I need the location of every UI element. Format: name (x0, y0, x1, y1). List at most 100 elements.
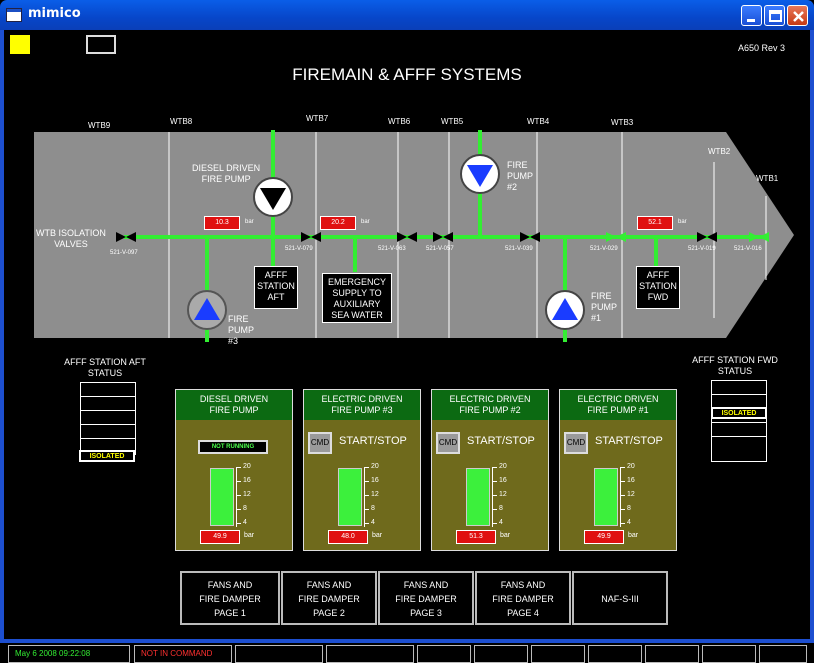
valve-tag[interactable]: 521-V-029 (590, 246, 618, 252)
status-cell (702, 645, 756, 663)
fire-pump-3-panel: ELECTRIC DRIVEN FIRE PUMP #3 CMD START/S… (303, 389, 421, 551)
window-titlebar: mimico (0, 0, 814, 30)
fire-pump-3-label: FIRE PUMP #3 (228, 314, 255, 346)
valve-icon (530, 232, 540, 242)
wtb5-label: WTB5 (441, 117, 464, 126)
fans-fire-damper-page-3-button[interactable]: FANS AND FIRE DAMPER PAGE 3 (378, 571, 474, 625)
diesel-pump-label: DIESEL DRIVEN FIRE PUMP (192, 163, 261, 184)
status-cell (474, 645, 528, 663)
close-button[interactable] (787, 5, 808, 26)
valve-icon (443, 232, 453, 242)
pressure-reading: 20.2 (320, 216, 356, 230)
pressure-unit: bar (500, 532, 511, 539)
pressure-scale: 20 16 12 8 4 (620, 463, 635, 527)
page-title: FIREMAIN & AFFF SYSTEMS (292, 65, 522, 84)
afff-station-aft-box[interactable]: AFFF STATION AFT (254, 266, 298, 309)
status-datetime: May 6 2008 09:22:08 (8, 645, 130, 663)
valve-tag[interactable]: 521-V-039 (505, 246, 533, 252)
valve-icon (707, 232, 717, 242)
pressure-bar (466, 468, 490, 526)
valve-icon (433, 232, 443, 242)
naf-s-iii-button[interactable]: NAF-S-III (572, 571, 668, 625)
wtb3-label: WTB3 (611, 118, 634, 127)
wtb1-label: WTB1 (756, 174, 779, 183)
valve-icons (116, 232, 769, 242)
wtb6-label: WTB6 (388, 117, 411, 126)
afff-aft-status-title: AFFF STATION AFT STATUS (64, 357, 146, 378)
fire-pump-2-label: FIRE PUMP #2 (507, 160, 534, 192)
pressure-reading: 10.3 (204, 216, 240, 230)
valve-icon (606, 232, 616, 242)
diesel-pump-icon (253, 177, 293, 217)
pressure-bar (338, 468, 362, 526)
panel-title: ELECTRIC DRIVEN FIRE PUMP #2 (432, 390, 548, 420)
valve-tag[interactable]: 521-V-019 (688, 246, 716, 252)
fire-pump-1-label: FIRE PUMP #1 (591, 291, 618, 323)
pump-run-status: NOT RUNNING (198, 440, 268, 454)
valve-tag[interactable]: 521-V-057 (426, 246, 454, 252)
afff-fwd-status-state: ISOLATED (711, 407, 767, 419)
start-stop-button[interactable]: START/STOP (339, 435, 407, 447)
alarm-indicator-yellow[interactable] (10, 35, 30, 54)
hmi-screen: A650 Rev 3 FIREMAIN & AFFF SYSTEMS (4, 30, 810, 663)
revision-label: A650 Rev 3 (738, 43, 786, 53)
valve-tag[interactable]: 521-V-063 (378, 246, 406, 252)
alarm-indicator-box[interactable] (86, 35, 116, 54)
isolation-valves-label: WTB ISOLATION VALVES (36, 228, 106, 249)
fans-fire-damper-page-4-button[interactable]: FANS AND FIRE DAMPER PAGE 4 (475, 571, 571, 625)
pressure-unit: bar (244, 532, 255, 539)
afff-fwd-status-box (711, 380, 767, 462)
status-cell (235, 645, 323, 663)
app-icon (6, 8, 22, 22)
valve-icon (759, 232, 769, 242)
valve-icon (749, 232, 759, 242)
valve-icon (311, 232, 321, 242)
window-title: mimico (28, 6, 81, 21)
wtb7-label: WTB7 (306, 114, 329, 123)
pressure-scale: 20 16 12 8 4 (492, 463, 507, 527)
valve-icon (126, 232, 136, 242)
afff-station-fwd-box[interactable]: AFFF STATION FWD (636, 266, 680, 309)
pressure-unit: bar (245, 219, 254, 225)
fire-pump-2-panel: ELECTRIC DRIVEN FIRE PUMP #2 CMD START/S… (431, 389, 549, 551)
fire-pump-1-icon (545, 290, 585, 330)
start-stop-button[interactable]: START/STOP (467, 435, 535, 447)
afff-aft-status-state: ISOLATED (79, 450, 135, 462)
status-cell (531, 645, 585, 663)
pressure-value: 51.3 (456, 530, 496, 544)
wtb4-label: WTB4 (527, 117, 550, 126)
cmd-button[interactable]: CMD (308, 432, 332, 454)
pressure-unit: bar (678, 219, 687, 225)
maximize-button[interactable] (764, 5, 785, 26)
status-cell (588, 645, 642, 663)
valve-icon (697, 232, 707, 242)
pressure-value: 49.9 (200, 530, 240, 544)
wtb2-label: WTB2 (708, 147, 731, 156)
status-cell (417, 645, 471, 663)
valve-tag[interactable]: 521-V-079 (285, 246, 313, 252)
fire-pump-1-panel: ELECTRIC DRIVEN FIRE PUMP #1 CMD START/S… (559, 389, 677, 551)
start-stop-button[interactable]: START/STOP (595, 435, 663, 447)
pressure-value: 49.9 (584, 530, 624, 544)
diesel-pump-panel: DIESEL DRIVEN FIRE PUMP NOT RUNNING 20 1… (175, 389, 293, 551)
wtb8-label: WTB8 (170, 117, 193, 126)
status-cell (326, 645, 414, 663)
status-cell (645, 645, 699, 663)
fire-pump-2-icon (460, 154, 500, 194)
valve-tag[interactable]: 521-V-097 (110, 250, 138, 256)
minimize-button[interactable] (741, 5, 762, 26)
valve-icon (407, 232, 417, 242)
valve-tag[interactable]: 521-V-016 (734, 246, 762, 252)
status-command: NOT IN COMMAND (134, 645, 232, 663)
fans-fire-damper-page-1-button[interactable]: FANS AND FIRE DAMPER PAGE 1 (180, 571, 280, 625)
fans-fire-damper-page-2-button[interactable]: FANS AND FIRE DAMPER PAGE 2 (281, 571, 377, 625)
valve-icon (116, 232, 126, 242)
cmd-button[interactable]: CMD (564, 432, 588, 454)
pressure-unit: bar (628, 532, 639, 539)
pressure-reading: 52.1 (637, 216, 673, 230)
cmd-button[interactable]: CMD (436, 432, 460, 454)
emergency-supply-box[interactable]: EMERGENCY SUPPLY TO AUXILIARY SEA WATER (322, 273, 392, 323)
panel-title: ELECTRIC DRIVEN FIRE PUMP #3 (304, 390, 420, 420)
afff-fwd-status-title: AFFF STATION FWD STATUS (692, 355, 778, 376)
pressure-bar (594, 468, 618, 526)
